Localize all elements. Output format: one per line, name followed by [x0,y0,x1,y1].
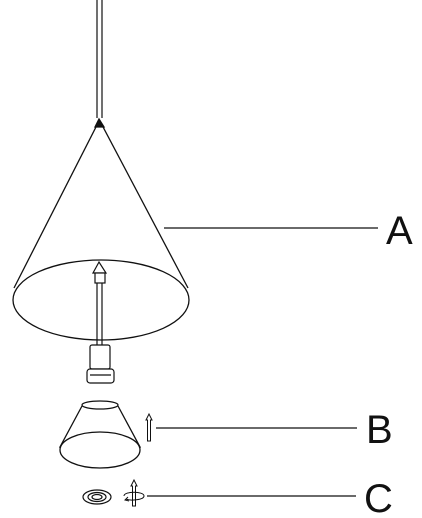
small-shade-b [58,400,142,469]
socket-and-holder [86,260,115,384]
lamp-shade-a [12,117,190,341]
rotate-arrow-icon [123,478,145,507]
callout-label-b: B [366,408,393,452]
up-arrow-icon [145,412,153,442]
callout-label-a: A [386,209,413,253]
callout-label-c: C [364,477,393,518]
ring-c [82,489,112,505]
suspension-cord [96,0,103,118]
